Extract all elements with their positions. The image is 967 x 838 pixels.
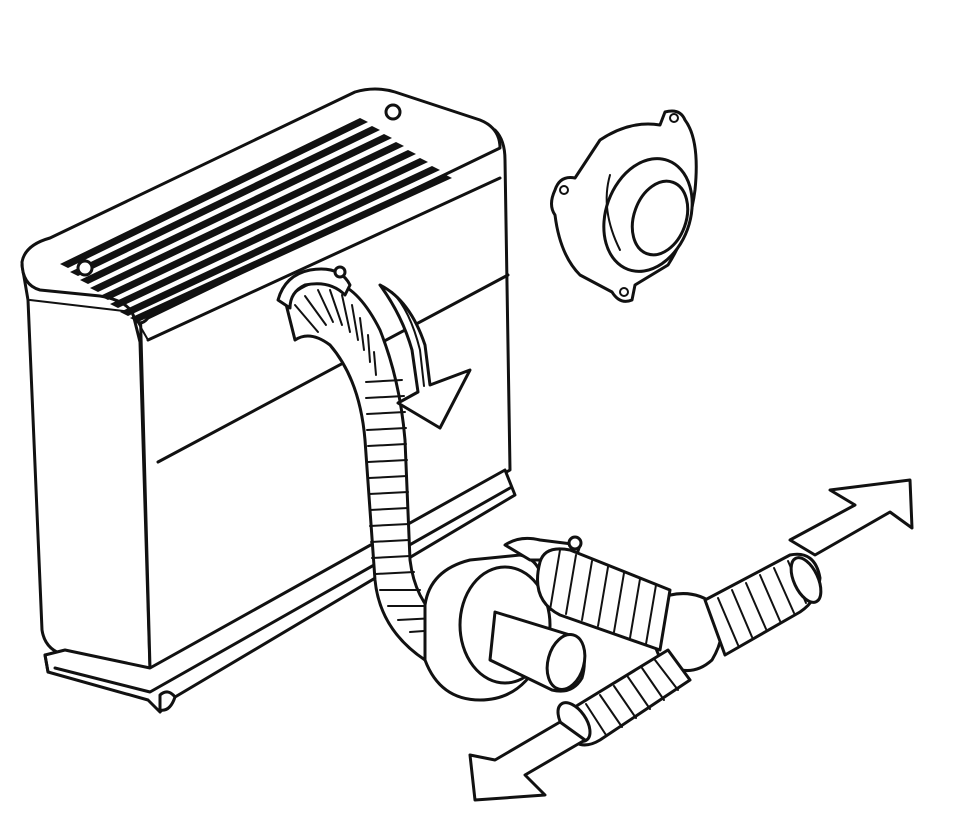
outflow-arrow-left (468, 720, 587, 802)
front-panel-seam (156, 273, 510, 464)
lid-screw-right (384, 103, 402, 121)
top-grille (60, 118, 452, 322)
heater-side-panel (20, 263, 152, 672)
upper-connecting-hose (536, 547, 672, 652)
outlet-flange (550, 109, 698, 303)
lid-screw-left (76, 259, 94, 277)
heater-unit (20, 87, 512, 672)
air-flow-arrow (378, 283, 472, 430)
distribution-connector (423, 535, 724, 702)
outflow-arrow-right (788, 478, 914, 557)
front-panel-top-edge (146, 176, 502, 342)
right-branch-hose (703, 552, 823, 657)
